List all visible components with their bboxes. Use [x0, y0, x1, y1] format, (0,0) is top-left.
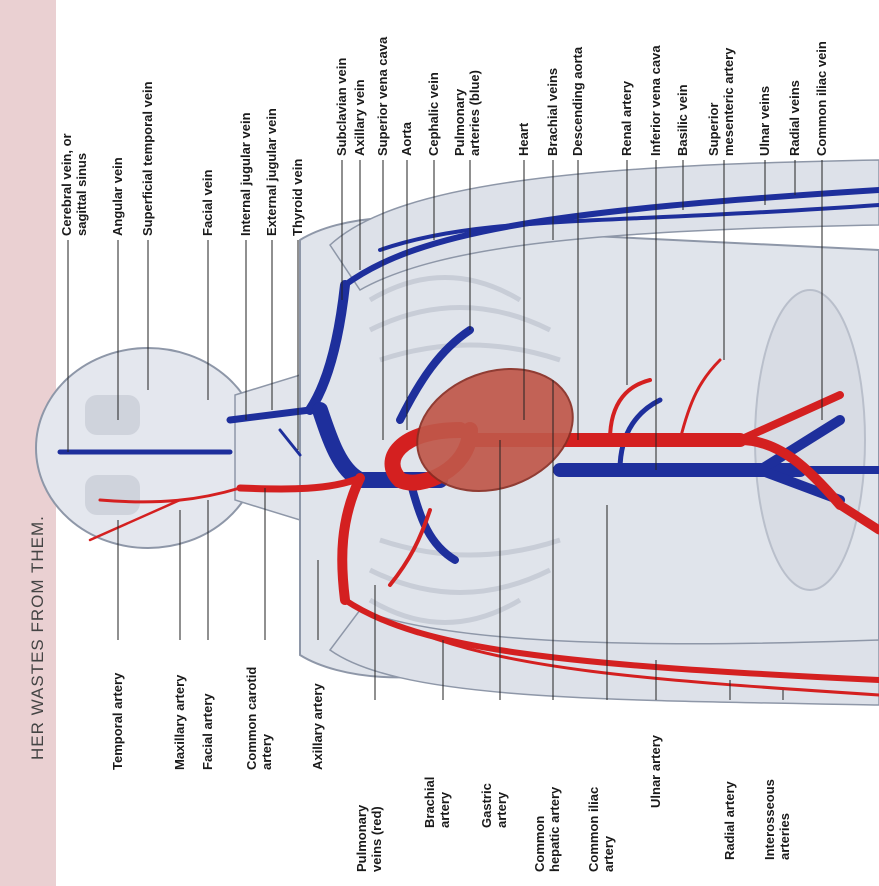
- label-axillary-vein: Axillary vein: [352, 79, 367, 156]
- label-brachial-artery: Brachialartery: [422, 777, 452, 828]
- label-superior-mesenteric-artery: Superiormesenteric artery: [706, 47, 736, 156]
- label-gastric-artery: Gastricartery: [479, 783, 509, 828]
- eye-socket: [85, 395, 140, 435]
- label-internal-jugular-vein: Internal jugular vein: [238, 112, 253, 236]
- label-common-carotid-artery: Common carotidartery: [244, 667, 274, 770]
- label-aorta: Aorta: [399, 121, 414, 156]
- label-descending-aorta: Descending aorta: [570, 46, 585, 156]
- label-superficial-temporal-vein: Superficial temporal vein: [140, 81, 155, 236]
- label-ulnar-artery: Ulnar artery: [648, 734, 663, 808]
- label-pulmonary-veins: Pulmonaryveins (red): [354, 804, 384, 872]
- label-common-iliac-vein: Common iliac vein: [814, 41, 829, 156]
- label-cerebral-vein: Cerebral vein, orsagittal sinus: [59, 133, 89, 236]
- label-interosseous-arteries: Interosseousarteries: [762, 779, 792, 860]
- label-external-jugular-vein: External jugular vein: [264, 108, 279, 236]
- label-brachial-veins: Brachial veins: [545, 68, 560, 156]
- label-basilic-vein: Basilic vein: [675, 84, 690, 156]
- label-temporal-artery: Temporal artery: [110, 672, 125, 770]
- label-subclavian-vein: Subclavian vein: [334, 58, 349, 156]
- label-ulnar-veins: Ulnar veins: [757, 86, 772, 156]
- label-cephalic-vein: Cephalic vein: [426, 72, 441, 156]
- neck: [235, 375, 300, 520]
- eye-socket: [85, 475, 140, 515]
- label-pulmonary-arteries: Pulmonaryarteries (blue): [452, 70, 482, 156]
- label-facial-artery: Facial artery: [200, 693, 215, 770]
- label-angular-vein: Angular vein: [110, 157, 125, 236]
- label-common-iliac-artery: Common iliacartery: [586, 787, 616, 872]
- label-heart: Heart: [516, 122, 531, 156]
- label-facial-vein: Facial vein: [200, 169, 215, 236]
- label-common-hepatic-artery: Commonhepatic artery: [532, 786, 562, 872]
- label-radial-veins: Radial veins: [787, 80, 802, 156]
- label-thyroid-vein: Thyroid vein: [290, 159, 305, 236]
- label-radial-artery: Radial artery: [722, 780, 737, 860]
- label-renal-artery: Renal artery: [619, 80, 634, 156]
- label-inferior-vena-cava: Inferior vena cava: [648, 45, 663, 156]
- label-axillary-artery: Axillary artery: [310, 683, 325, 770]
- label-maxillary-artery: Maxillary artery: [172, 674, 187, 770]
- label-superior-vena-cava: Superior vena cava: [375, 36, 390, 156]
